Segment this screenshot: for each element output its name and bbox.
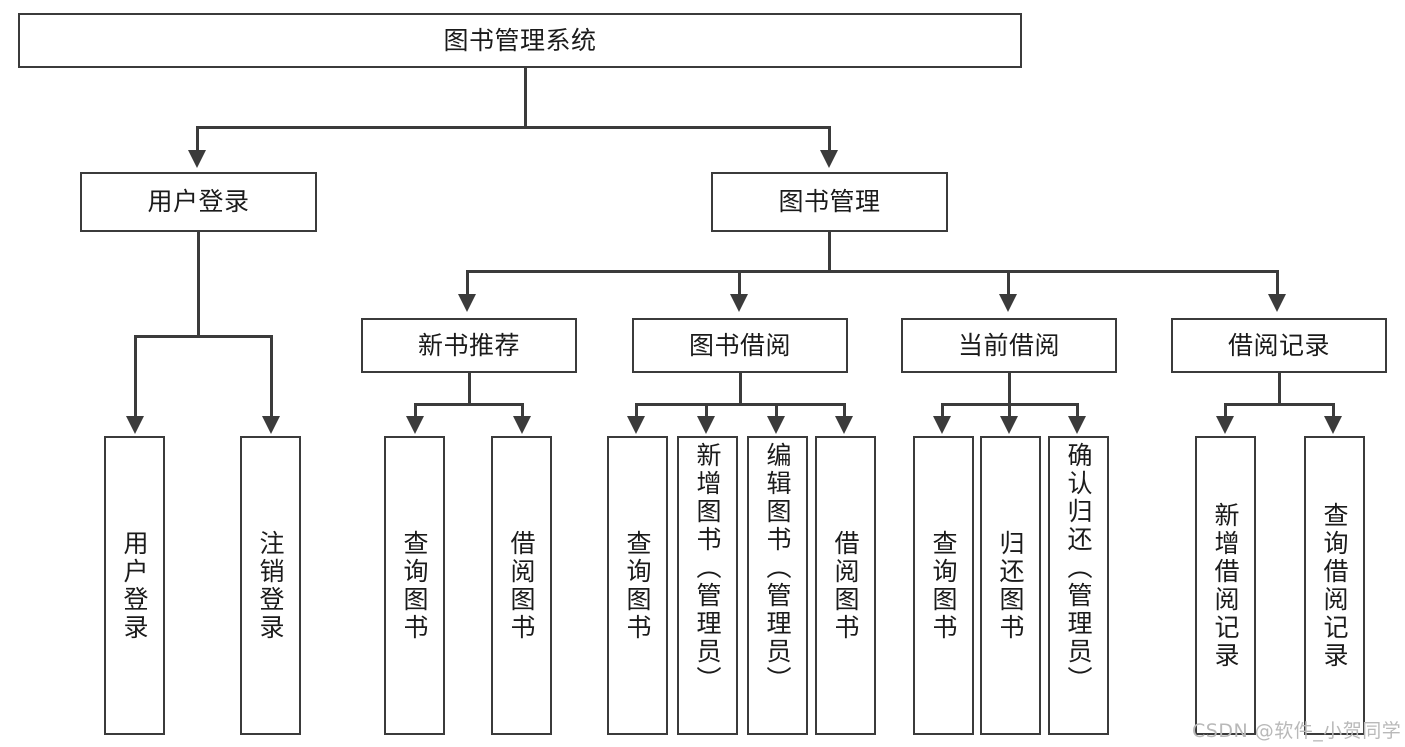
node-book-borrow[interactable]: 图书借阅 <box>632 318 848 373</box>
node-label: 图书管理 <box>778 187 881 217</box>
node-label: 确认归还（管理员） <box>1064 442 1093 694</box>
arrowhead-new-book-recommend <box>458 294 476 312</box>
connector-user-login-arm-2 <box>270 335 273 418</box>
node-root-library-system[interactable]: 图书管理系统 <box>18 13 1022 68</box>
arrowhead-leaf-user-login-2 <box>262 416 280 434</box>
arrowhead-leaf-book-borrow-2 <box>697 416 715 434</box>
arrowhead-current-borrow <box>999 294 1017 312</box>
csdn-watermark: CSDN @软件_小贺同学 <box>1192 720 1402 742</box>
connector-book-borrow-arm-2 <box>705 403 708 418</box>
leaf-borrow-records-query[interactable]: 查询借阅记录 <box>1304 436 1365 735</box>
node-label: 查询借阅记录 <box>1320 501 1349 670</box>
connector-current-borrow-arm-3 <box>1076 403 1079 418</box>
connector-user-login-arm-1 <box>134 335 137 418</box>
node-label: 查询图书 <box>623 529 652 642</box>
node-label: 当前借阅 <box>957 330 1060 360</box>
connector-book-mgmt-arm-3 <box>1007 270 1010 296</box>
arrowhead-leaf-borrow-records-2 <box>1324 416 1342 434</box>
node-label: 归还图书 <box>996 529 1025 642</box>
connector-new-book-arm-1 <box>414 403 417 418</box>
arrowhead-leaf-new-book-2 <box>513 416 531 434</box>
connector-book-mgmt-split-bar <box>466 270 1279 273</box>
leaf-book-borrow-add-admin[interactable]: 新增图书（管理员） <box>677 436 738 735</box>
arrowhead-leaf-user-login-1 <box>126 416 144 434</box>
connector-borrow-records-arm-2 <box>1332 403 1335 418</box>
connector-book-mgmt-arm-1 <box>466 270 469 296</box>
leaf-new-book-borrow[interactable]: 借阅图书 <box>491 436 552 735</box>
connector-new-book-stem <box>468 373 471 405</box>
connector-book-borrow-arm-1 <box>635 403 638 418</box>
leaf-book-borrow-borrow[interactable]: 借阅图书 <box>815 436 876 735</box>
node-label: 借阅图书 <box>831 529 860 642</box>
leaf-book-borrow-query[interactable]: 查询图书 <box>607 436 668 735</box>
node-label: 借阅图书 <box>507 529 536 642</box>
arrowhead-borrow-records <box>1268 294 1286 312</box>
leaf-borrow-records-add[interactable]: 新增借阅记录 <box>1195 436 1256 735</box>
node-user-login[interactable]: 用户登录 <box>80 172 317 232</box>
leaf-user-login-login[interactable]: 用户登录 <box>104 436 165 735</box>
connector-root-to-book-mgmt <box>828 126 831 152</box>
leaf-user-login-logout[interactable]: 注销登录 <box>240 436 301 735</box>
node-label: 图书借阅 <box>688 330 791 360</box>
node-label: 用户登录 <box>120 529 149 642</box>
arrowhead-user-login <box>188 150 206 168</box>
node-new-book-recommend[interactable]: 新书推荐 <box>361 318 577 373</box>
node-label: 编辑图书（管理员） <box>763 442 792 694</box>
node-current-borrow[interactable]: 当前借阅 <box>901 318 1117 373</box>
connector-book-borrow-split-bar <box>635 403 846 406</box>
connector-current-borrow-arm-1 <box>941 403 944 418</box>
node-label: 新增图书（管理员） <box>693 442 722 694</box>
leaf-book-borrow-edit-admin[interactable]: 编辑图书（管理员） <box>747 436 808 735</box>
connector-book-mgmt-arm-2 <box>738 270 741 296</box>
arrowhead-book-mgmt <box>820 150 838 168</box>
connector-root-split-bar <box>196 126 831 129</box>
connector-book-borrow-arm-4 <box>843 403 846 418</box>
arrowhead-leaf-borrow-records-1 <box>1216 416 1234 434</box>
node-label: 图书管理系统 <box>443 25 597 55</box>
connector-book-borrow-arm-3 <box>775 403 778 418</box>
node-label: 查询图书 <box>400 529 429 642</box>
node-label: 借阅记录 <box>1227 330 1330 360</box>
connector-current-borrow-arm-2 <box>1008 403 1011 418</box>
connector-borrow-records-arm-1 <box>1224 403 1227 418</box>
node-borrow-records[interactable]: 借阅记录 <box>1171 318 1387 373</box>
connector-book-borrow-stem <box>739 373 742 405</box>
node-label: 查询图书 <box>929 529 958 642</box>
leaf-current-borrow-query[interactable]: 查询图书 <box>913 436 974 735</box>
connector-new-book-split-bar <box>414 403 524 406</box>
connector-root-stem <box>524 68 527 126</box>
node-label: 用户登录 <box>147 187 250 217</box>
arrowhead-leaf-book-borrow-4 <box>835 416 853 434</box>
connector-root-to-user-login <box>196 126 199 152</box>
connector-new-book-arm-2 <box>521 403 524 418</box>
node-label: 新增借阅记录 <box>1211 501 1240 670</box>
arrowhead-leaf-current-borrow-2 <box>1000 416 1018 434</box>
connector-book-mgmt-stem <box>828 232 831 272</box>
leaf-new-book-query[interactable]: 查询图书 <box>384 436 445 735</box>
arrowhead-book-borrow <box>730 294 748 312</box>
connector-user-login-split-bar <box>134 335 273 338</box>
connector-book-mgmt-arm-4 <box>1276 270 1279 296</box>
arrowhead-leaf-book-borrow-3 <box>767 416 785 434</box>
arrowhead-leaf-current-borrow-3 <box>1068 416 1086 434</box>
arrowhead-leaf-book-borrow-1 <box>627 416 645 434</box>
node-book-management[interactable]: 图书管理 <box>711 172 948 232</box>
node-label: 注销登录 <box>256 529 285 642</box>
connector-current-borrow-stem <box>1008 373 1011 405</box>
connector-borrow-records-split-bar <box>1224 403 1335 406</box>
arrowhead-leaf-new-book-1 <box>406 416 424 434</box>
leaf-current-borrow-return[interactable]: 归还图书 <box>980 436 1041 735</box>
node-label: 新书推荐 <box>417 330 520 360</box>
connector-borrow-records-stem <box>1278 373 1281 405</box>
arrowhead-leaf-current-borrow-1 <box>933 416 951 434</box>
connector-user-login-stem <box>197 232 200 335</box>
leaf-current-borrow-confirm-admin[interactable]: 确认归还（管理员） <box>1048 436 1109 735</box>
